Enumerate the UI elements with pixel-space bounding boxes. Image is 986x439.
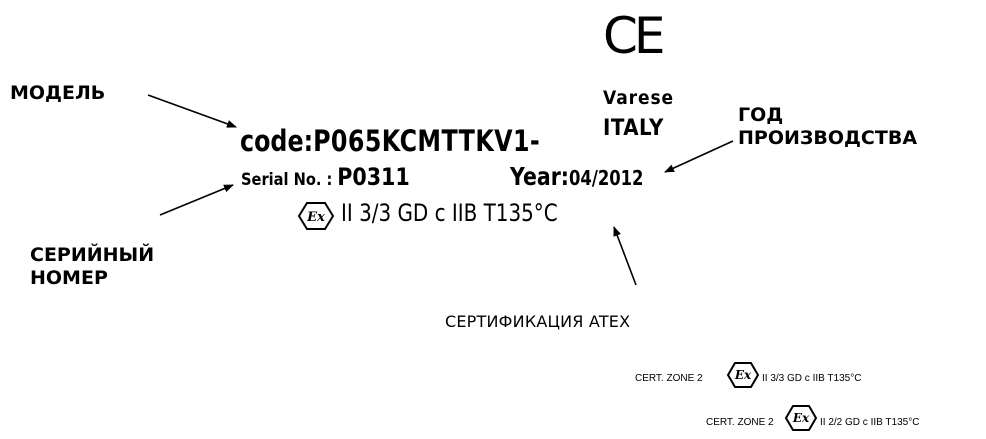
cert-example-marking-2: II 2/2 GD c IIB T135°C <box>820 417 920 428</box>
arrow-atex <box>613 226 637 286</box>
callout-year-line1: ГОД <box>738 104 784 126</box>
callout-atex-label: СЕРТИФИКАЦИЯ ATEX <box>445 312 631 331</box>
code-value: P065KCMTTKV1- <box>313 124 541 158</box>
ce-mark: CE <box>603 7 665 65</box>
arrow-serial <box>159 184 234 216</box>
arrow-model <box>147 94 237 128</box>
year-value: 04/2012 <box>569 166 644 190</box>
callout-serial-line1: СЕРИЙНЫЙ <box>30 244 155 266</box>
code-label: code: <box>240 124 314 158</box>
cert-example-marking-1: II 3/3 GD c IIB T135°C <box>762 373 862 384</box>
cert-example-ex-symbol-1: Ex <box>734 368 752 382</box>
plate-city: Varese <box>603 87 675 109</box>
callout-serial-label: СЕРИЙНЫЙ НОМЕР <box>30 244 154 290</box>
callout-model-label: МОДЕЛЬ <box>10 82 106 104</box>
serial-label: Serial No. : <box>241 170 333 190</box>
year-label: Year: <box>510 162 570 191</box>
serial-line: Serial No. : P0311 <box>241 163 410 194</box>
ex-symbol-text: Ex <box>306 210 325 225</box>
callout-year-label: ГОД ПРОИЗВОДСТВА <box>738 104 917 150</box>
callout-year-line2: ПРОИЗВОДСТВА <box>738 127 918 149</box>
ex-hexagon-icon: Ex <box>726 362 760 388</box>
serial-value: P0311 <box>337 163 410 191</box>
ex-hexagon-icon: Ex <box>784 405 818 431</box>
atex-marking-text: II 3/3 GD c IIB T135°C <box>341 199 558 227</box>
callout-serial-line2: НОМЕР <box>30 267 108 289</box>
cert-example-label-2: CERT. ZONE 2 <box>706 417 774 428</box>
arrow-year <box>664 140 734 173</box>
ex-hexagon-icon: Ex <box>297 202 335 230</box>
plate-country: ITALY <box>603 116 664 141</box>
code-line: code:P065KCMTTKV1- <box>240 124 540 158</box>
cert-example-ex-symbol-2: Ex <box>792 411 810 425</box>
year-line: Year:04/2012 <box>510 163 643 194</box>
cert-example-label-1: CERT. ZONE 2 <box>635 373 703 384</box>
